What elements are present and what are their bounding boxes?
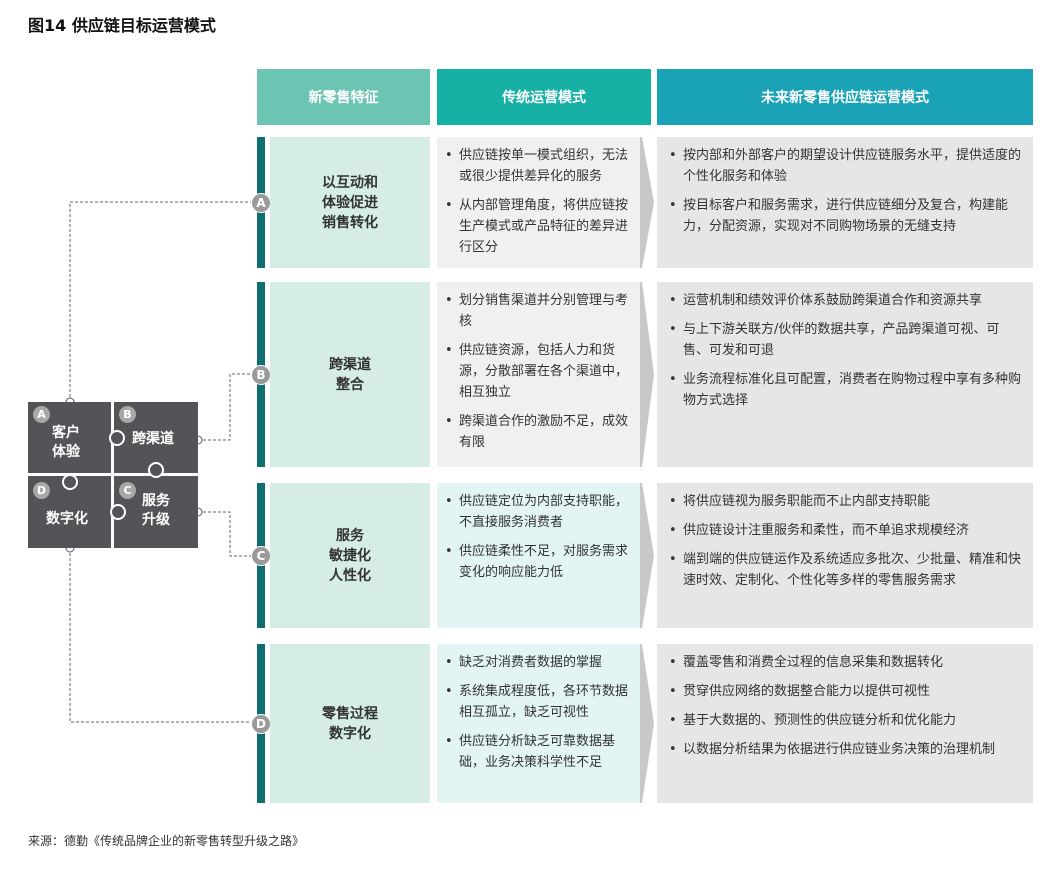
- list-item: 运营机制和绩效评价体系鼓励跨渠道合作和资源共享: [669, 290, 1023, 311]
- list-item: 按内部和外部客户的期望设计供应链服务水平，提供适度的个性化服务和体验: [669, 145, 1023, 187]
- header-future: 未来新零售供应链运营模式: [657, 69, 1033, 125]
- list-item: 划分销售渠道并分别管理与考核: [445, 290, 630, 332]
- list-item: 供应链定位为内部支持职能，不直接服务消费者: [445, 491, 630, 533]
- list-item: 端到端的供应链运作及系统适应多批次、少批量、精准和快速时效、定制化、个性化等多样…: [669, 549, 1023, 591]
- list-item: 贯穿供应网络的数据整合能力以提供可视性: [669, 681, 1023, 702]
- list-item: 跨渠道合作的激励不足，成效有限: [445, 411, 630, 453]
- header-feature: 新零售特征: [257, 69, 430, 125]
- header-traditional: 传统运营模式: [437, 69, 651, 125]
- list-item: 供应链设计注重服务和柔性，而不单追求规模经济: [669, 520, 1023, 541]
- arrow-icon: [640, 137, 654, 268]
- puzzle-graphic: A 客户 体验 B 跨渠道 D 数字化 C 服务 升级: [28, 402, 198, 548]
- figure-title: 图14 供应链目标运营模式: [28, 16, 216, 35]
- traditional-cell: 供应链定位为内部支持职能，不直接服务消费者供应链柔性不足，对服务需求变化的响应能…: [437, 483, 640, 628]
- puzzle-piece-c: C 服务 升级: [114, 476, 198, 548]
- row-marker: C: [251, 545, 271, 566]
- list-item: 基于大数据的、预测性的供应链分析和优化能力: [669, 710, 1023, 731]
- future-cell: 按内部和外部客户的期望设计供应链服务水平，提供适度的个性化服务和体验按目标客户和…: [657, 137, 1033, 268]
- puzzle-label: 服务 升级: [142, 493, 170, 528]
- feature-cell: 服务 敏捷化 人性化: [270, 483, 430, 628]
- list-item: 与上下游关联方/伙伴的数据共享，产品跨渠道可视、可售、可发和可退: [669, 319, 1023, 361]
- puzzle-letter: A: [33, 406, 50, 423]
- list-item: 按目标客户和服务需求，进行供应链细分及复合，构建能力，分配资源，实现对不同购物场…: [669, 195, 1023, 237]
- list-item: 供应链柔性不足，对服务需求变化的响应能力低: [445, 541, 630, 583]
- list-item: 供应链分析缺乏可靠数据基础，业务决策科学性不足: [445, 731, 630, 773]
- puzzle-letter: C: [119, 482, 136, 499]
- traditional-cell: 划分销售渠道并分别管理与考核供应链资源，包括人力和货源，分散部署在各个渠道中，相…: [437, 282, 640, 467]
- puzzle-label: 跨渠道: [132, 431, 174, 447]
- row-marker: A: [251, 192, 271, 213]
- arrow-icon: [640, 644, 654, 803]
- traditional-cell: 供应链按单一模式组织，无法或很少提供差异化的服务从内部管理角度，将供应链按生产模…: [437, 137, 640, 268]
- traditional-cell: 缺乏对消费者数据的掌握系统集成程度低，各环节数据相互孤立，缺乏可视性供应链分析缺…: [437, 644, 640, 803]
- puzzle-letter: D: [33, 482, 50, 499]
- list-item: 将供应链视为服务职能而不止内部支持职能: [669, 491, 1023, 512]
- future-cell: 覆盖零售和消费全过程的信息采集和数据转化贯穿供应网络的数据整合能力以提供可视性基…: [657, 644, 1033, 803]
- source-note: 来源：德勤《传统品牌企业的新零售转型升级之路》: [28, 834, 305, 848]
- row-marker: D: [251, 713, 271, 734]
- list-item: 从内部管理角度，将供应链按生产模式或产品特征的差异进行区分: [445, 195, 630, 258]
- puzzle-piece-a: A 客户 体验: [28, 402, 111, 473]
- list-item: 覆盖零售和消费全过程的信息采集和数据转化: [669, 652, 1023, 673]
- list-item: 供应链资源，包括人力和货源，分散部署在各个渠道中，相互独立: [445, 340, 630, 403]
- list-item: 供应链按单一模式组织，无法或很少提供差异化的服务: [445, 145, 630, 187]
- list-item: 以数据分析结果为依据进行供应链业务决策的治理机制: [669, 739, 1023, 760]
- feature-cell: 跨渠道 整合: [270, 282, 430, 467]
- feature-cell: 以互动和 体验促进 销售转化: [270, 137, 430, 268]
- row-marker: B: [251, 364, 271, 385]
- list-item: 缺乏对消费者数据的掌握: [445, 652, 630, 673]
- puzzle-piece-d: D 数字化: [28, 476, 111, 548]
- puzzle-label: 客户 体验: [52, 425, 80, 460]
- arrow-icon: [640, 282, 654, 467]
- puzzle-tabs-icon: [62, 430, 164, 520]
- feature-cell: 零售过程 数字化: [270, 644, 430, 803]
- puzzle-label: 数字化: [46, 511, 88, 527]
- future-cell: 将供应链视为服务职能而不止内部支持职能供应链设计注重服务和柔性，而不单追求规模经…: [657, 483, 1033, 628]
- list-item: 系统集成程度低，各环节数据相互孤立，缺乏可视性: [445, 681, 630, 723]
- puzzle-letter: B: [119, 406, 136, 423]
- arrow-icon: [640, 483, 654, 628]
- puzzle-piece-b: B 跨渠道: [114, 402, 198, 473]
- future-cell: 运营机制和绩效评价体系鼓励跨渠道合作和资源共享与上下游关联方/伙伴的数据共享，产…: [657, 282, 1033, 467]
- list-item: 业务流程标准化且可配置，消费者在购物过程中享有多种购物方式选择: [669, 369, 1023, 411]
